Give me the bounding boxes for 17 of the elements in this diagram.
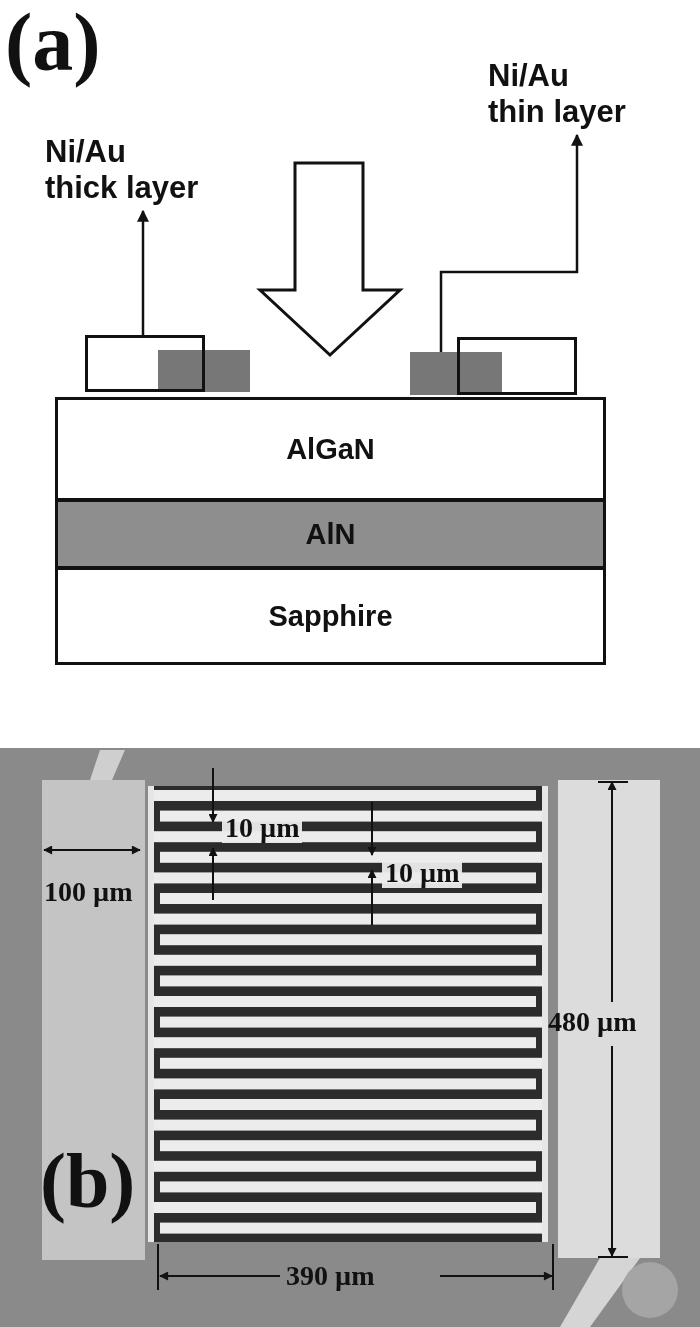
- substrate-layer: [55, 397, 606, 501]
- thick-contact-box: [457, 337, 577, 395]
- layer-label: AlN: [305, 517, 356, 551]
- thin-contact-pad: [410, 352, 502, 395]
- dimension-label: 480 µm: [548, 1008, 637, 1036]
- callout-text: Ni/Au thick layer: [45, 134, 199, 206]
- layer-label: AlGaN: [286, 432, 375, 466]
- dimension-label: 390 µm: [286, 1262, 375, 1290]
- dimension-label: 100 µm: [44, 878, 133, 906]
- substrate-layer: [55, 567, 606, 665]
- callout-text: Ni/Au thin layer: [488, 58, 626, 130]
- thick-contact-box: [85, 335, 205, 392]
- substrate-layer: [55, 499, 606, 569]
- layer-label: Sapphire: [268, 599, 393, 633]
- leader-line: [439, 133, 583, 352]
- thin-contact-pad: [158, 350, 250, 392]
- leader-line: [137, 209, 149, 335]
